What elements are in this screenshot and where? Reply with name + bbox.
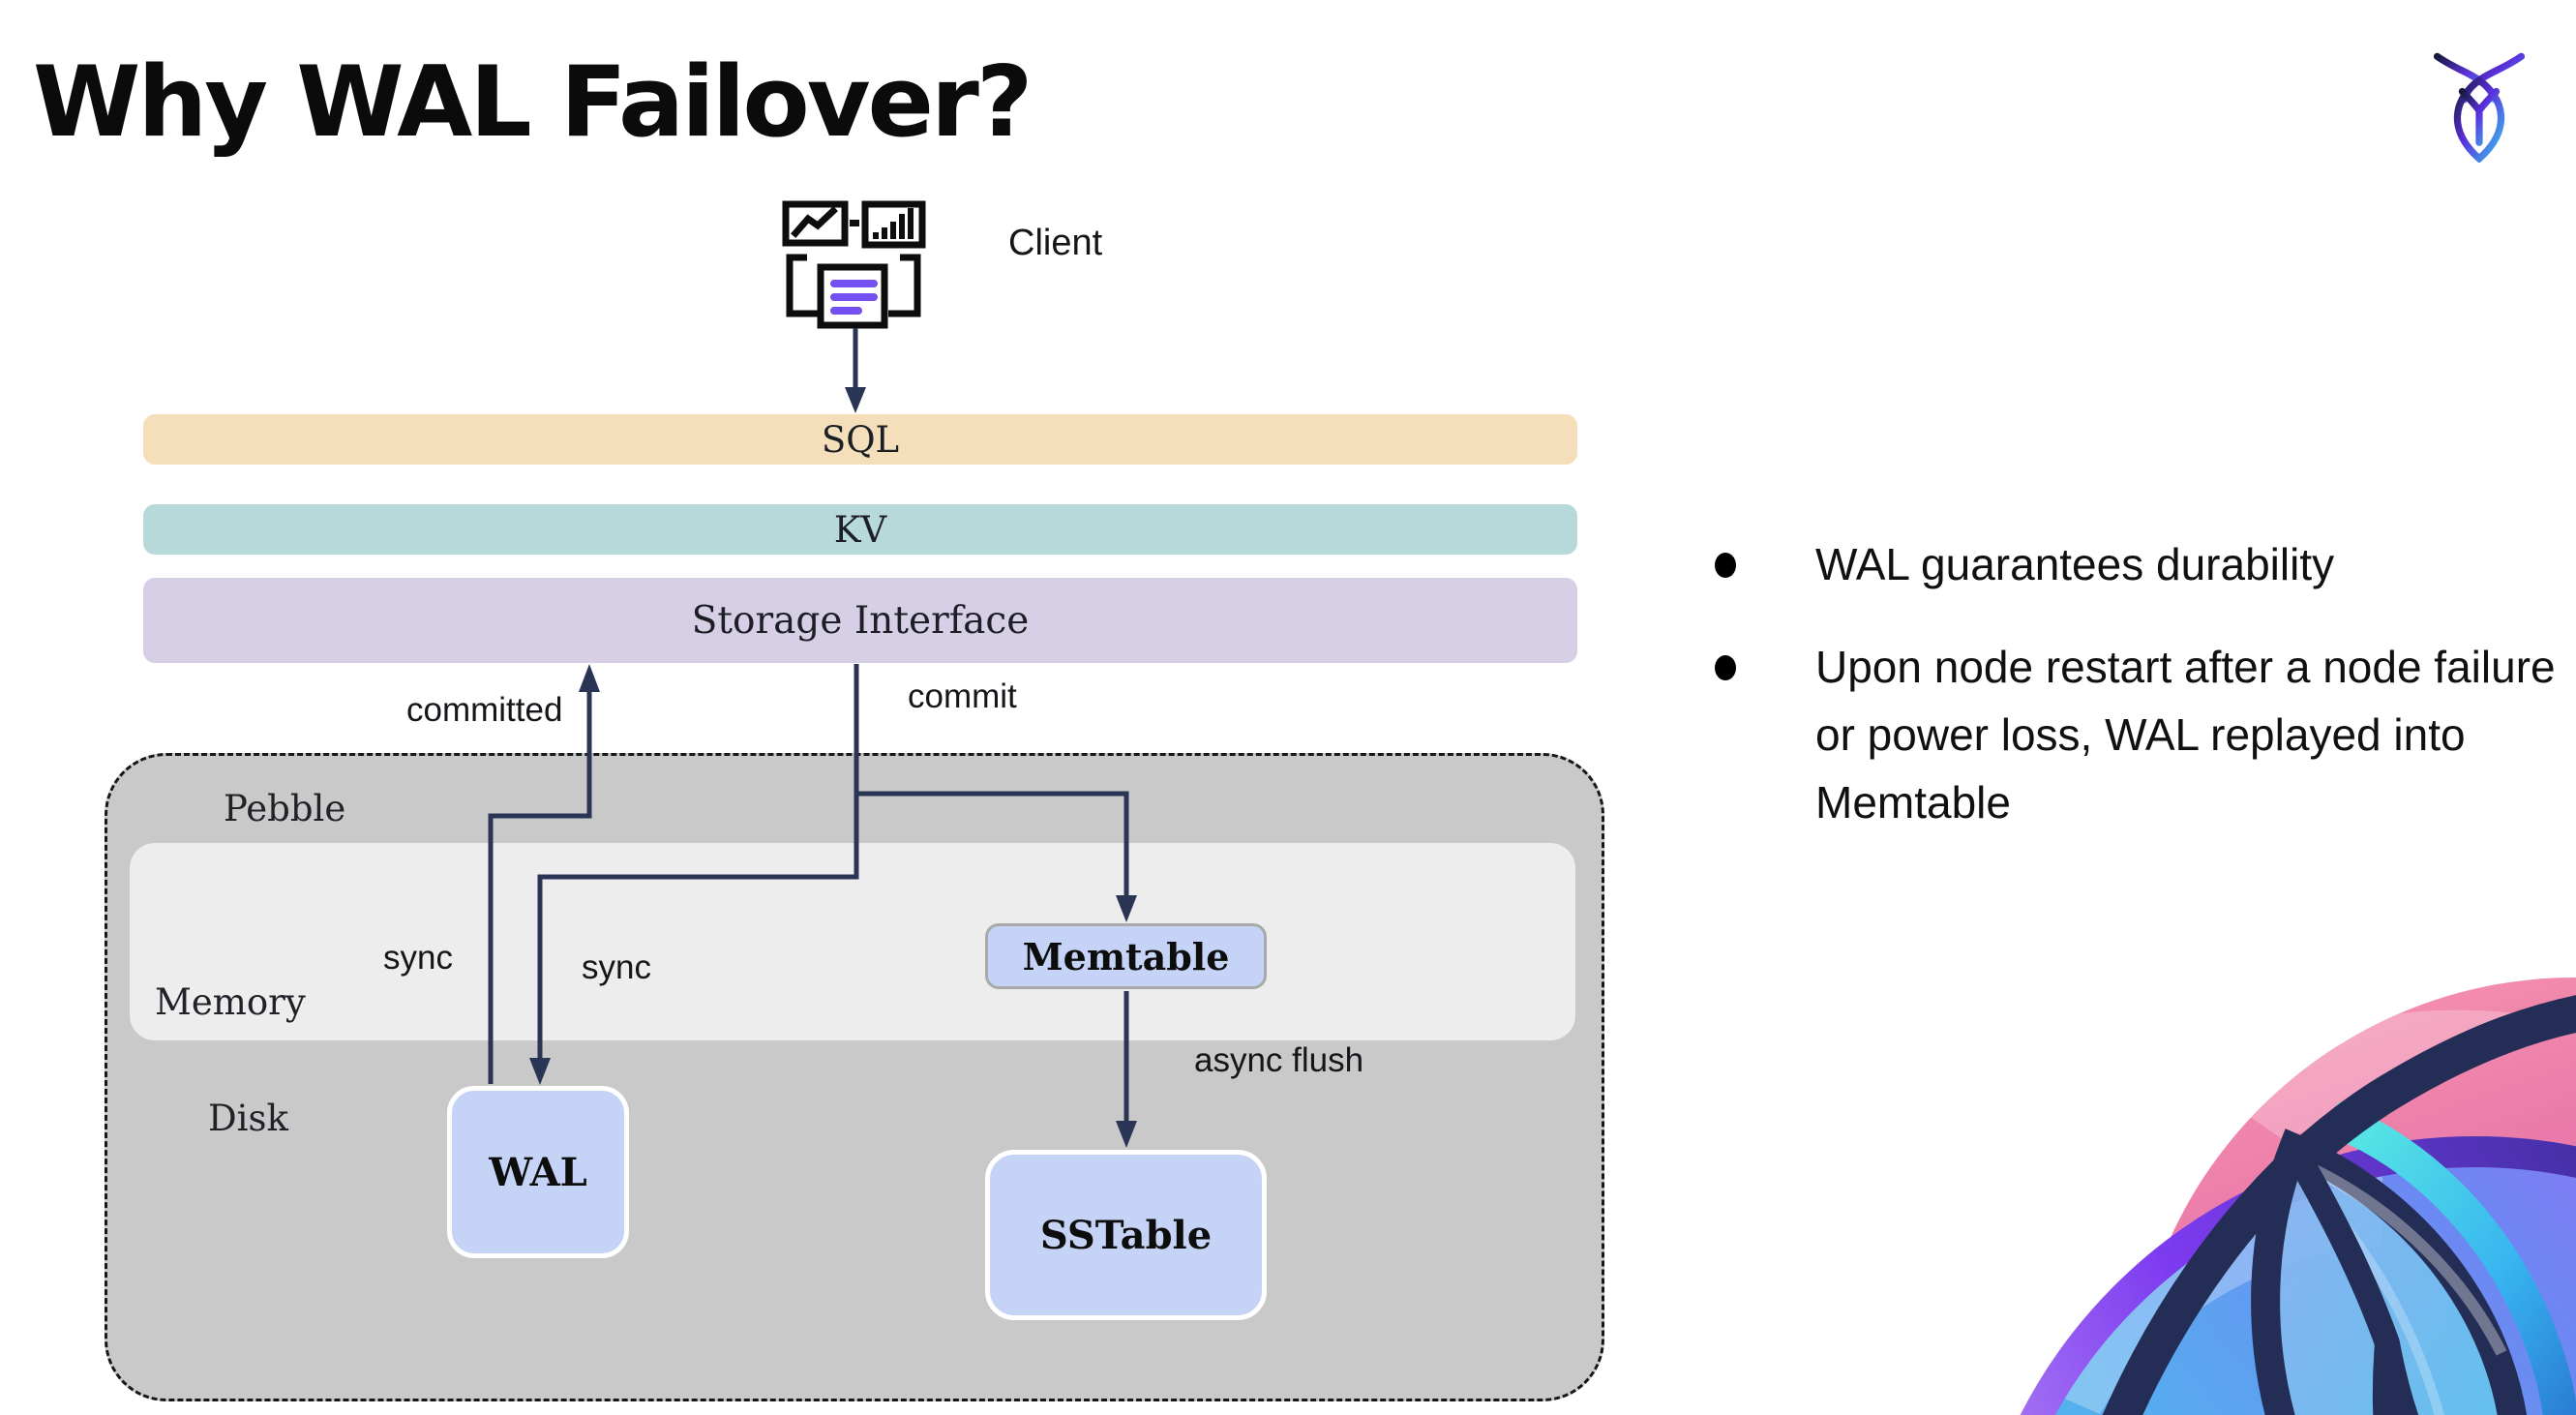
bullet-dot <box>1715 655 1736 680</box>
async-flush-label: async flush <box>1194 1041 1364 1079</box>
page-title: Why WAL Failover? <box>33 45 1033 159</box>
memory-zone <box>130 843 1575 1040</box>
committed-label: committed <box>406 691 563 729</box>
layer-storage-label: Storage Interface <box>691 598 1030 643</box>
layer-kv: KV <box>143 504 1577 555</box>
bullet-list: WAL guarantees durability Upon node rest… <box>1715 530 2566 836</box>
bullet-text: WAL guarantees durability <box>1815 539 2335 589</box>
art-navy-antenna <box>2102 995 2576 1415</box>
node-sstable: SSTable <box>985 1150 1267 1320</box>
list-item: WAL guarantees durability <box>1715 530 2566 598</box>
client-label: Client <box>1008 223 1103 263</box>
document-text-lines <box>830 280 878 315</box>
corner-artwork <box>2020 978 2576 1415</box>
layer-sql-label: SQL <box>821 418 900 461</box>
disk-label: Disk <box>208 1098 288 1139</box>
node-wal: WAL <box>447 1086 629 1258</box>
bullet-text: Upon node restart after a node failure o… <box>1815 642 2556 828</box>
pebble-label: Pebble <box>224 788 346 829</box>
cockroachdb-logo <box>2433 52 2526 163</box>
logo-veins <box>2458 87 2501 146</box>
layer-storage-interface: Storage Interface <box>143 578 1577 663</box>
sync-label-2: sync <box>582 948 651 986</box>
layer-kv-label: KV <box>833 508 887 551</box>
bullet-dot <box>1715 553 1736 578</box>
sstable-label: SSTable <box>1039 1212 1213 1258</box>
list-item: Upon node restart after a node failure o… <box>1715 633 2566 836</box>
layer-sql: SQL <box>143 414 1577 465</box>
art-cyan-antenna <box>2325 1102 2576 1415</box>
wal-label: WAL <box>489 1149 587 1195</box>
line-chart-icon <box>782 200 849 247</box>
sync-label-1: sync <box>383 939 453 977</box>
memory-label: Memory <box>155 981 306 1023</box>
bar-chart-bars <box>873 208 914 239</box>
client-devices-icon <box>782 200 926 329</box>
dash-glyph <box>850 220 859 226</box>
art-purple-rim <box>2020 1136 2576 1415</box>
art-leaf-veins <box>2281 1135 2419 1415</box>
node-memtable: Memtable <box>985 923 1267 989</box>
memtable-label: Memtable <box>1022 934 1230 978</box>
logo-body <box>2453 75 2505 163</box>
bracket-icons <box>786 254 921 317</box>
bar-chart-icon <box>861 200 926 249</box>
commit-label: commit <box>908 677 1017 715</box>
